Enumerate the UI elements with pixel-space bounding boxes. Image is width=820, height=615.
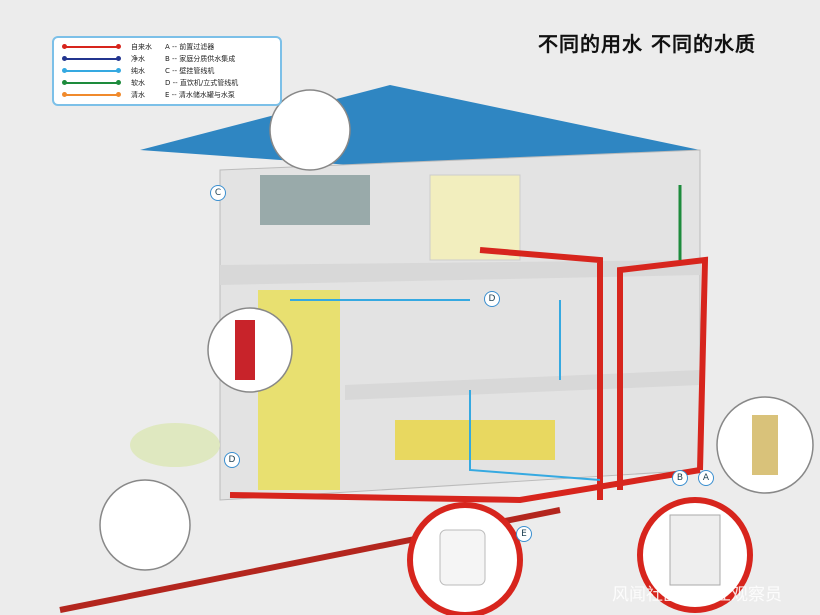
callout-integration-ring [637,497,753,613]
legend-device: D -- 直饮机/立式管线机 [165,79,239,87]
wardrobe [429,174,521,261]
pipe-tap-riser [479,247,709,500]
pipe-tap [229,467,701,504]
kitchen [395,420,555,460]
badge-a: A [698,470,714,486]
callout-tank-ring [407,502,523,615]
legend-device: C -- 壁挂管线机 [165,67,215,75]
dispenser [235,320,255,380]
legend-label: 清水 [131,91,145,99]
callout-dispenser-2 [99,479,191,571]
painting [260,175,370,225]
badge-b: B [672,470,688,486]
pipe-pure [290,299,601,481]
badge-e: E [516,526,532,542]
floor-2 [220,260,700,285]
water-tank [439,529,486,586]
legend-label: 软水 [131,79,145,87]
legend-line-green [62,80,121,85]
callout-wall-unit [269,89,351,171]
page-title: 不同的用水 不同的水质 [538,32,756,56]
car [130,423,220,467]
legend-device: B -- 家庭分质供水集成 [165,55,236,63]
watermark: 风闻社区@行业观察员 [612,585,782,605]
legend-device: E -- 清水储水罐与水泵 [165,91,235,99]
legend-line-navy [62,56,121,61]
legend-line-blue [62,68,121,73]
badge-c: C [210,185,226,201]
integration-unit [669,514,721,586]
legend-device: A -- 前置过滤器 [165,43,215,51]
filter [752,415,778,475]
legend-label: 纯水 [131,67,145,75]
legend-line-orange [62,92,121,97]
badge-d: D [484,291,500,307]
legend-line-red [62,44,121,49]
badge-d: D [224,452,240,468]
floor-1 [345,370,700,400]
legend: 自来水 A -- 前置过滤器 净水 B -- 家庭分质供水集成 纯水 C -- 壁挂管… [52,36,282,106]
legend-label: 净水 [131,55,145,63]
legend-label: 自来水 [131,43,152,51]
